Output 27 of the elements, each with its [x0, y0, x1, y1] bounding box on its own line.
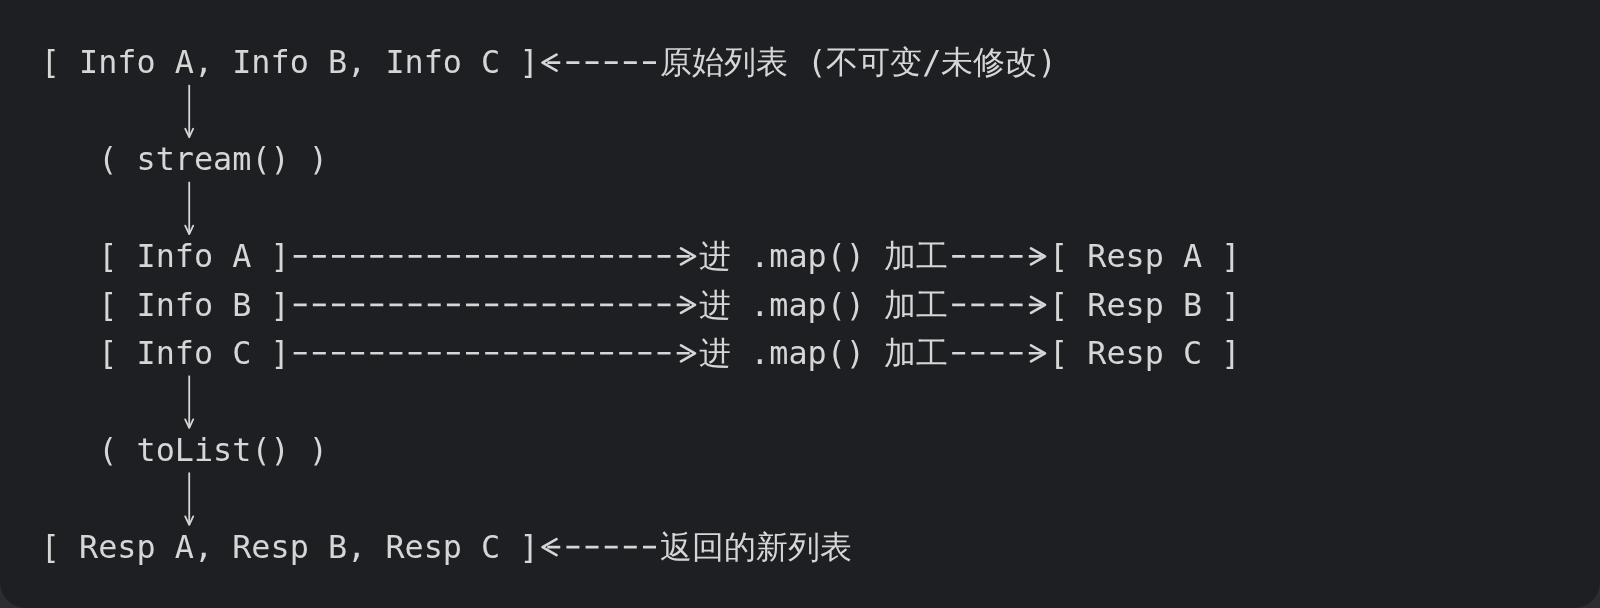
tolist-call-text: ( toList() )	[98, 431, 328, 469]
arrow	[184, 374, 195, 429]
dashed-arrow	[293, 295, 697, 315]
arrow	[184, 83, 195, 139]
stream-call-text: ( stream() )	[98, 141, 328, 178]
dashed-arrow	[293, 247, 697, 266]
annotation-text: 返回的新列表	[660, 528, 852, 566]
arrow	[184, 180, 195, 235]
dashed-arrow	[541, 537, 656, 557]
list-element-text: [ Info B ]	[98, 286, 290, 324]
result-element-text: [ Resp C ]	[1049, 335, 1241, 372]
annotation-text: 原始列表 (不可变/未修改)	[660, 44, 1057, 81]
dashed-arrow	[541, 53, 656, 72]
list-element-text: [ Info A ]	[98, 238, 290, 275]
input-list-text: [ Info A, Info B, Info C ]	[40, 44, 539, 81]
dashed-arrow	[293, 344, 697, 363]
result-list-text: [ Resp A, Resp B, Resp C ]	[40, 528, 539, 566]
arrow	[184, 471, 195, 526]
result-element-text: [ Resp B ]	[1049, 286, 1241, 324]
map-step-text: 进 .map() 加工	[699, 286, 949, 324]
map-step-text: 进 .map() 加工	[699, 335, 949, 372]
dashed-arrow	[952, 344, 1047, 363]
dashed-arrow	[952, 247, 1047, 266]
dashed-arrow	[952, 295, 1047, 315]
map-step-text: 进 .map() 加工	[699, 238, 949, 275]
result-element-text: [ Resp A ]	[1049, 238, 1241, 275]
list-element-text: [ Info C ]	[98, 335, 290, 372]
